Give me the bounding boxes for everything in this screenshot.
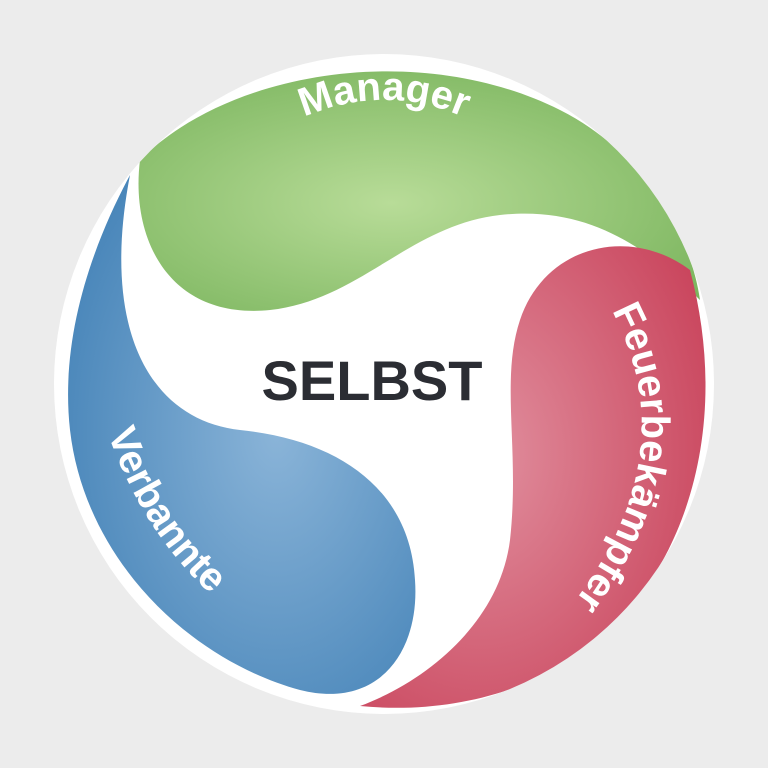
feuerbekaempfer-segment bbox=[360, 246, 706, 708]
manager-segment bbox=[138, 71, 701, 311]
verbannte-segment bbox=[68, 175, 416, 694]
center-label: SELBST bbox=[262, 349, 483, 412]
